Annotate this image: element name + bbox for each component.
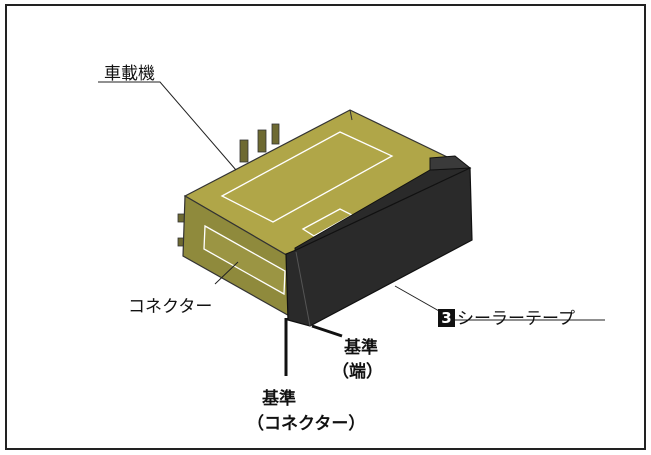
vehicle-unit-label: 車載機 xyxy=(104,64,155,84)
sealer-tape-leader xyxy=(394,285,605,321)
ref-connector-label-line2: （コネクター） xyxy=(247,414,366,434)
vehicle-unit-leader xyxy=(98,81,237,171)
ref-end-label-line1: 基準 xyxy=(344,338,378,358)
connector-label: コネクター xyxy=(128,297,213,317)
connector-port xyxy=(203,224,286,296)
sealer-tape-text: シーラーテープ xyxy=(457,309,575,329)
sealer-tape xyxy=(285,155,473,327)
ref-connector-label-line1: 基準 xyxy=(262,389,296,409)
ref-end-label-line2: （端） xyxy=(332,362,383,382)
ref-end-marker xyxy=(311,324,343,338)
connector-leader xyxy=(214,261,239,285)
top-face-panel xyxy=(220,131,394,223)
sealer-tape-number-badge: 3 xyxy=(438,309,455,327)
vehicle-unit-device xyxy=(177,109,472,320)
